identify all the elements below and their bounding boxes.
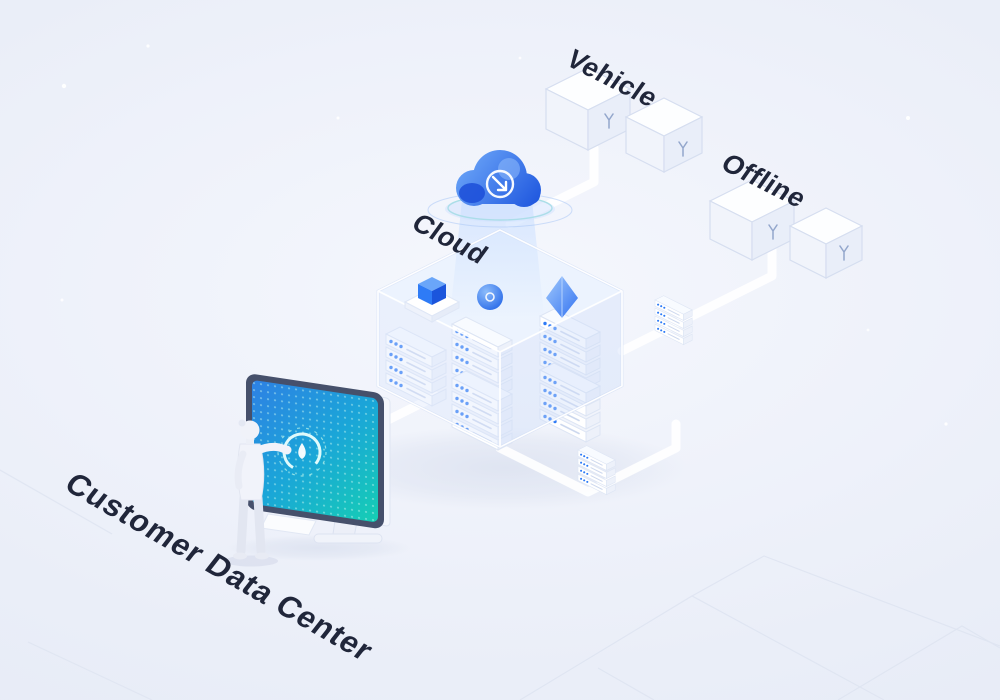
antenna-icon bbox=[839, 245, 849, 261]
terminal-box bbox=[788, 207, 864, 279]
cube-icon bbox=[403, 277, 461, 323]
cloud-icon bbox=[427, 150, 573, 228]
antenna-icon bbox=[604, 113, 614, 129]
person-icon bbox=[224, 419, 292, 567]
sparkles bbox=[60, 44, 948, 426]
prism-icon bbox=[546, 276, 578, 318]
decorative-network-lines bbox=[0, 469, 1000, 700]
server-cube bbox=[376, 200, 624, 450]
terminal-box bbox=[708, 179, 796, 261]
neck bbox=[246, 437, 254, 444]
antenna-icon bbox=[768, 224, 778, 240]
sphere-icon bbox=[477, 284, 503, 310]
screen-dot-matrix bbox=[252, 380, 378, 522]
offline-terminal-boxes bbox=[708, 179, 864, 279]
hair-bun bbox=[238, 419, 246, 427]
leg bbox=[236, 493, 249, 556]
terminal-box bbox=[624, 97, 704, 173]
vehicle-terminal-boxes bbox=[544, 67, 704, 173]
arrow-glyph bbox=[491, 175, 508, 192]
shoe bbox=[233, 552, 247, 560]
leg bbox=[253, 493, 266, 556]
arm-raised bbox=[253, 442, 288, 455]
arrow-glyph-ring bbox=[485, 169, 515, 199]
head bbox=[240, 420, 260, 440]
hand bbox=[282, 445, 292, 455]
vehicle-connector bbox=[505, 143, 599, 229]
antenna-icon bbox=[678, 141, 688, 157]
cube-right-face bbox=[500, 291, 622, 447]
cloud-light-column bbox=[450, 200, 544, 316]
screen-gauge bbox=[277, 427, 327, 477]
offline-connector bbox=[617, 241, 777, 356]
arm-left bbox=[234, 450, 247, 490]
monitor-icon bbox=[226, 374, 410, 561]
lower-connector bbox=[495, 419, 681, 497]
shoe bbox=[255, 552, 269, 560]
terminal-box bbox=[544, 67, 632, 151]
cube-left-face bbox=[378, 291, 500, 447]
